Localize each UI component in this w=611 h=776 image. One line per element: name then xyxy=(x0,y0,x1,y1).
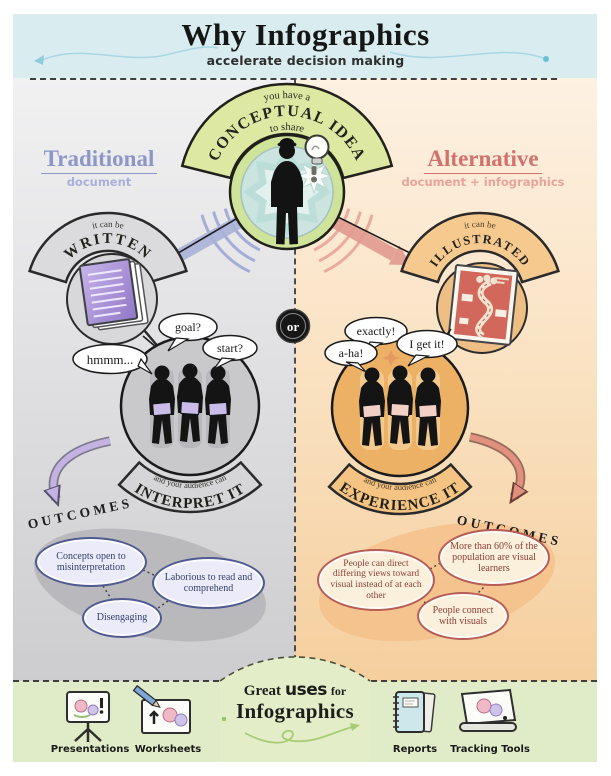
footer-title-uses: uses xyxy=(285,680,327,700)
concept-badge: you have a CONCEPTUAL IDEA to share xyxy=(180,82,394,251)
outcome-bubble-visual-learners: More than 60% of the population are visu… xyxy=(438,529,550,586)
concept-pre-text: you have a xyxy=(263,90,312,104)
footer-title-great: Great xyxy=(243,683,281,699)
footer-title: Great uses for Infographics xyxy=(195,680,395,723)
curl-arrow-left xyxy=(53,436,111,499)
svg-text:start?: start? xyxy=(217,341,243,355)
speech-bubble-aha: a-ha! xyxy=(324,339,378,373)
header-flourish xyxy=(34,46,549,65)
radiating-arcs-right xyxy=(313,208,374,274)
curl-arrow-right xyxy=(468,432,521,497)
poster-subtitle: accelerate decision making xyxy=(206,53,405,68)
svg-text:a-ha!: a-ha! xyxy=(339,346,364,360)
outcome-bubble-laborious: Laborious to read and comprehend xyxy=(152,557,265,609)
footer-dashed-line-right xyxy=(371,680,597,682)
written-handouts xyxy=(151,400,228,417)
alternative-heading: Alternative document + infographics xyxy=(398,146,568,189)
svg-text:goal?: goal? xyxy=(175,320,201,334)
presentations-icon xyxy=(66,691,110,742)
traditional-heading: Traditional document xyxy=(14,146,184,189)
header-band xyxy=(13,14,597,78)
alternative-speech-bubbles: exactly! a-ha! I get it! xyxy=(324,316,458,373)
speech-bubble-goal: goal? xyxy=(158,312,218,352)
illustrated-document-icon xyxy=(447,264,519,346)
svg-text:hmmm...: hmmm... xyxy=(87,352,134,367)
traditional-speech-bubbles: goal? start? hmmm... xyxy=(72,312,258,375)
tracking-tools-icon xyxy=(459,688,517,732)
footer-item-label-worksheets: Worksheets xyxy=(135,744,202,755)
footer-item-label-presentations: Presentations xyxy=(51,744,130,755)
spark-accent xyxy=(382,350,400,366)
footer-item-label-reports: Reports xyxy=(393,744,437,755)
alternative-subheading: document + infographics xyxy=(401,175,565,189)
illustrated-handouts xyxy=(361,402,438,419)
or-key: or xyxy=(275,308,311,344)
footer-title-infographics: Infographics xyxy=(236,698,354,723)
footer-title-for: for xyxy=(330,684,347,698)
speech-bubble-hmmm: hmmm... xyxy=(72,343,153,375)
svg-text:I get it!: I get it! xyxy=(409,337,444,351)
footer-item-label-tracking-tools: Tracking Tools xyxy=(450,744,530,755)
footer-bulge xyxy=(219,656,371,761)
written-document-icon xyxy=(78,258,149,331)
outcome-bubble-misinterpretation: Concepts open to misinterpretation xyxy=(35,537,147,587)
traditional-subheading: document xyxy=(66,175,132,189)
idea-lightbulb-icon xyxy=(295,134,333,195)
outcome-bubble-direct-views: People can direct differing views toward… xyxy=(317,549,435,611)
reports-icon xyxy=(393,690,436,733)
traditional-audience xyxy=(119,335,261,477)
speech-bubble-i-get-it: I get it! xyxy=(396,329,458,367)
poster-title: Why Infographics xyxy=(181,17,430,52)
svg-text:exactly!: exactly! xyxy=(357,324,396,338)
presenter-silhouette xyxy=(271,138,303,245)
illustrated-badge: it can be ILLUSTRATED xyxy=(400,211,560,358)
alternative-audience xyxy=(330,338,470,478)
svg-text:you have a: you have a xyxy=(263,90,312,104)
footer-dashed-line-left xyxy=(13,680,219,682)
worksheets-icon xyxy=(132,684,191,734)
center-dashed-divider xyxy=(294,80,296,681)
speech-bubble-start: start? xyxy=(202,334,258,370)
written-badge: it can be WRITTEN xyxy=(28,211,188,359)
header-dashed-line xyxy=(30,78,557,80)
outcome-bubble-disengaging: Disengaging xyxy=(82,598,162,638)
outcome-bubble-connect-visuals: People connect with visuals xyxy=(417,592,509,640)
alternative-heading-text: Alternative xyxy=(424,146,542,174)
or-label: or xyxy=(287,319,300,334)
traditional-heading-text: Traditional xyxy=(40,146,158,174)
radiating-arcs-left xyxy=(200,208,261,274)
